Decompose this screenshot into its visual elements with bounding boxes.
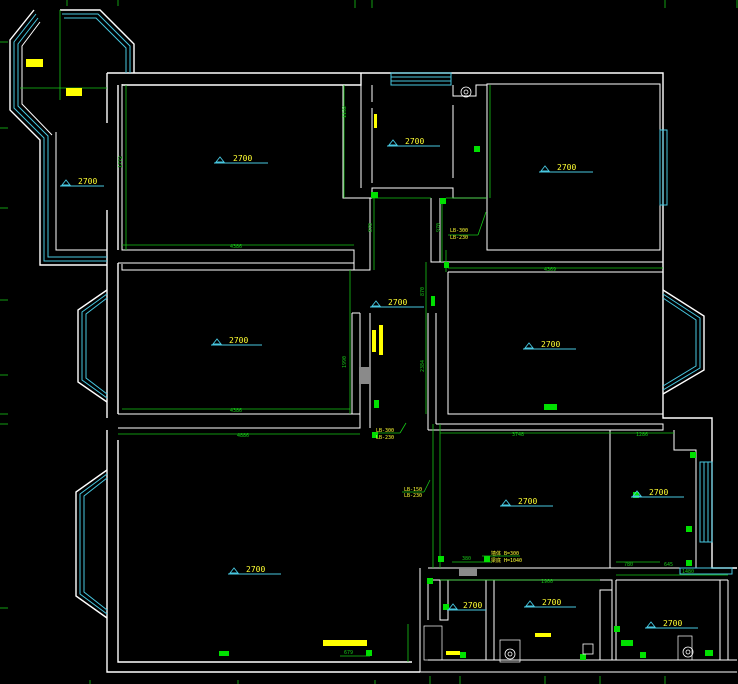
dim-label: 4386 (230, 244, 242, 250)
svg-text:2700: 2700 (663, 619, 682, 628)
svg-text:2700: 2700 (463, 601, 482, 610)
dim-label: 4369 (544, 267, 556, 273)
dim-label: 2384 (420, 360, 426, 372)
svg-text:2700: 2700 (78, 177, 97, 186)
svg-text:2700: 2700 (557, 163, 576, 172)
height-mark-master-bedroom: 2700 (214, 154, 268, 164)
dimension-labels: 4386 4386 4886 3748 1286 4369 1900 679 3… (118, 106, 694, 656)
height-mark-service-balcony: 2700 (645, 619, 698, 629)
dim-label: 4386 (230, 408, 242, 414)
svg-text:2700: 2700 (541, 340, 560, 349)
dim-label: 1900 (541, 579, 553, 585)
dim-label: 380 (462, 556, 471, 562)
dim-label: 679 (344, 650, 353, 656)
beam-label: LB-230 (376, 435, 394, 441)
dim-label: 1480 (682, 569, 694, 575)
height-mark-bath-south: 2700 (447, 601, 486, 611)
height-mark-bedroom-east: 2700 (523, 340, 576, 350)
height-mark-bay-balcony: 2700 (60, 177, 104, 187)
height-mark-balcony-east: 2700 (631, 488, 684, 498)
fixtures (26, 59, 713, 663)
height-mark-toilet-north: 2700 (387, 137, 440, 147)
dim-label: 1990 (342, 356, 348, 368)
dim-label: 780 (624, 562, 633, 568)
dim-label: 645 (664, 562, 673, 568)
dim-label: 3748 (512, 432, 524, 438)
height-mark-bedroom-west: 2700 (211, 336, 262, 346)
svg-text:2700: 2700 (229, 336, 248, 345)
height-mark-bedroom-ne: 2700 (539, 163, 593, 173)
svg-text:2700: 2700 (246, 565, 265, 574)
dim-label: 870 (420, 287, 426, 296)
svg-text:2700: 2700 (518, 497, 537, 506)
wall-label: 墙体 B=300 (491, 550, 519, 557)
height-mark-kitchen: 2700 (524, 598, 576, 608)
beam-label: LB-300 (376, 428, 394, 434)
height-mark-dining: 2700 (500, 497, 553, 507)
bay-window-west-south (75, 469, 108, 619)
svg-text:2700: 2700 (542, 598, 561, 607)
beam-label: LB-300 (450, 228, 468, 234)
dim-label: 970 (436, 223, 442, 232)
dim-label: 1132 (342, 106, 348, 118)
height-mark-living-room: 2700 (228, 565, 281, 575)
dim-label: 4886 (237, 433, 249, 439)
svg-text:2700: 2700 (388, 298, 407, 307)
windows (390, 72, 733, 575)
bay-window-east (662, 289, 705, 395)
dim-label: 1772 (118, 156, 124, 168)
svg-text:2700: 2700 (233, 154, 252, 163)
bay-window-northwest (9, 9, 135, 266)
wall-label: 梁底 H=1040 (491, 557, 522, 564)
beam-label: LB-150 (404, 487, 422, 493)
svg-text:2700: 2700 (405, 137, 424, 146)
dim-label: 1286 (636, 432, 648, 438)
beam-label: LB-230 (404, 493, 422, 499)
dim-label: 870 (368, 223, 374, 232)
bay-window-west-mid (77, 289, 108, 403)
height-marks: 2700 2700 2700 2700 2700 2700 2700 2700 (60, 137, 698, 629)
beam-annotations: LB-300 LB-230 LB-300 LB-230 LB-150 LB-23… (375, 211, 522, 662)
height-mark-corridor: 2700 (370, 298, 424, 308)
svg-text:2700: 2700 (649, 488, 668, 497)
beam-label: LB-230 (450, 235, 468, 241)
